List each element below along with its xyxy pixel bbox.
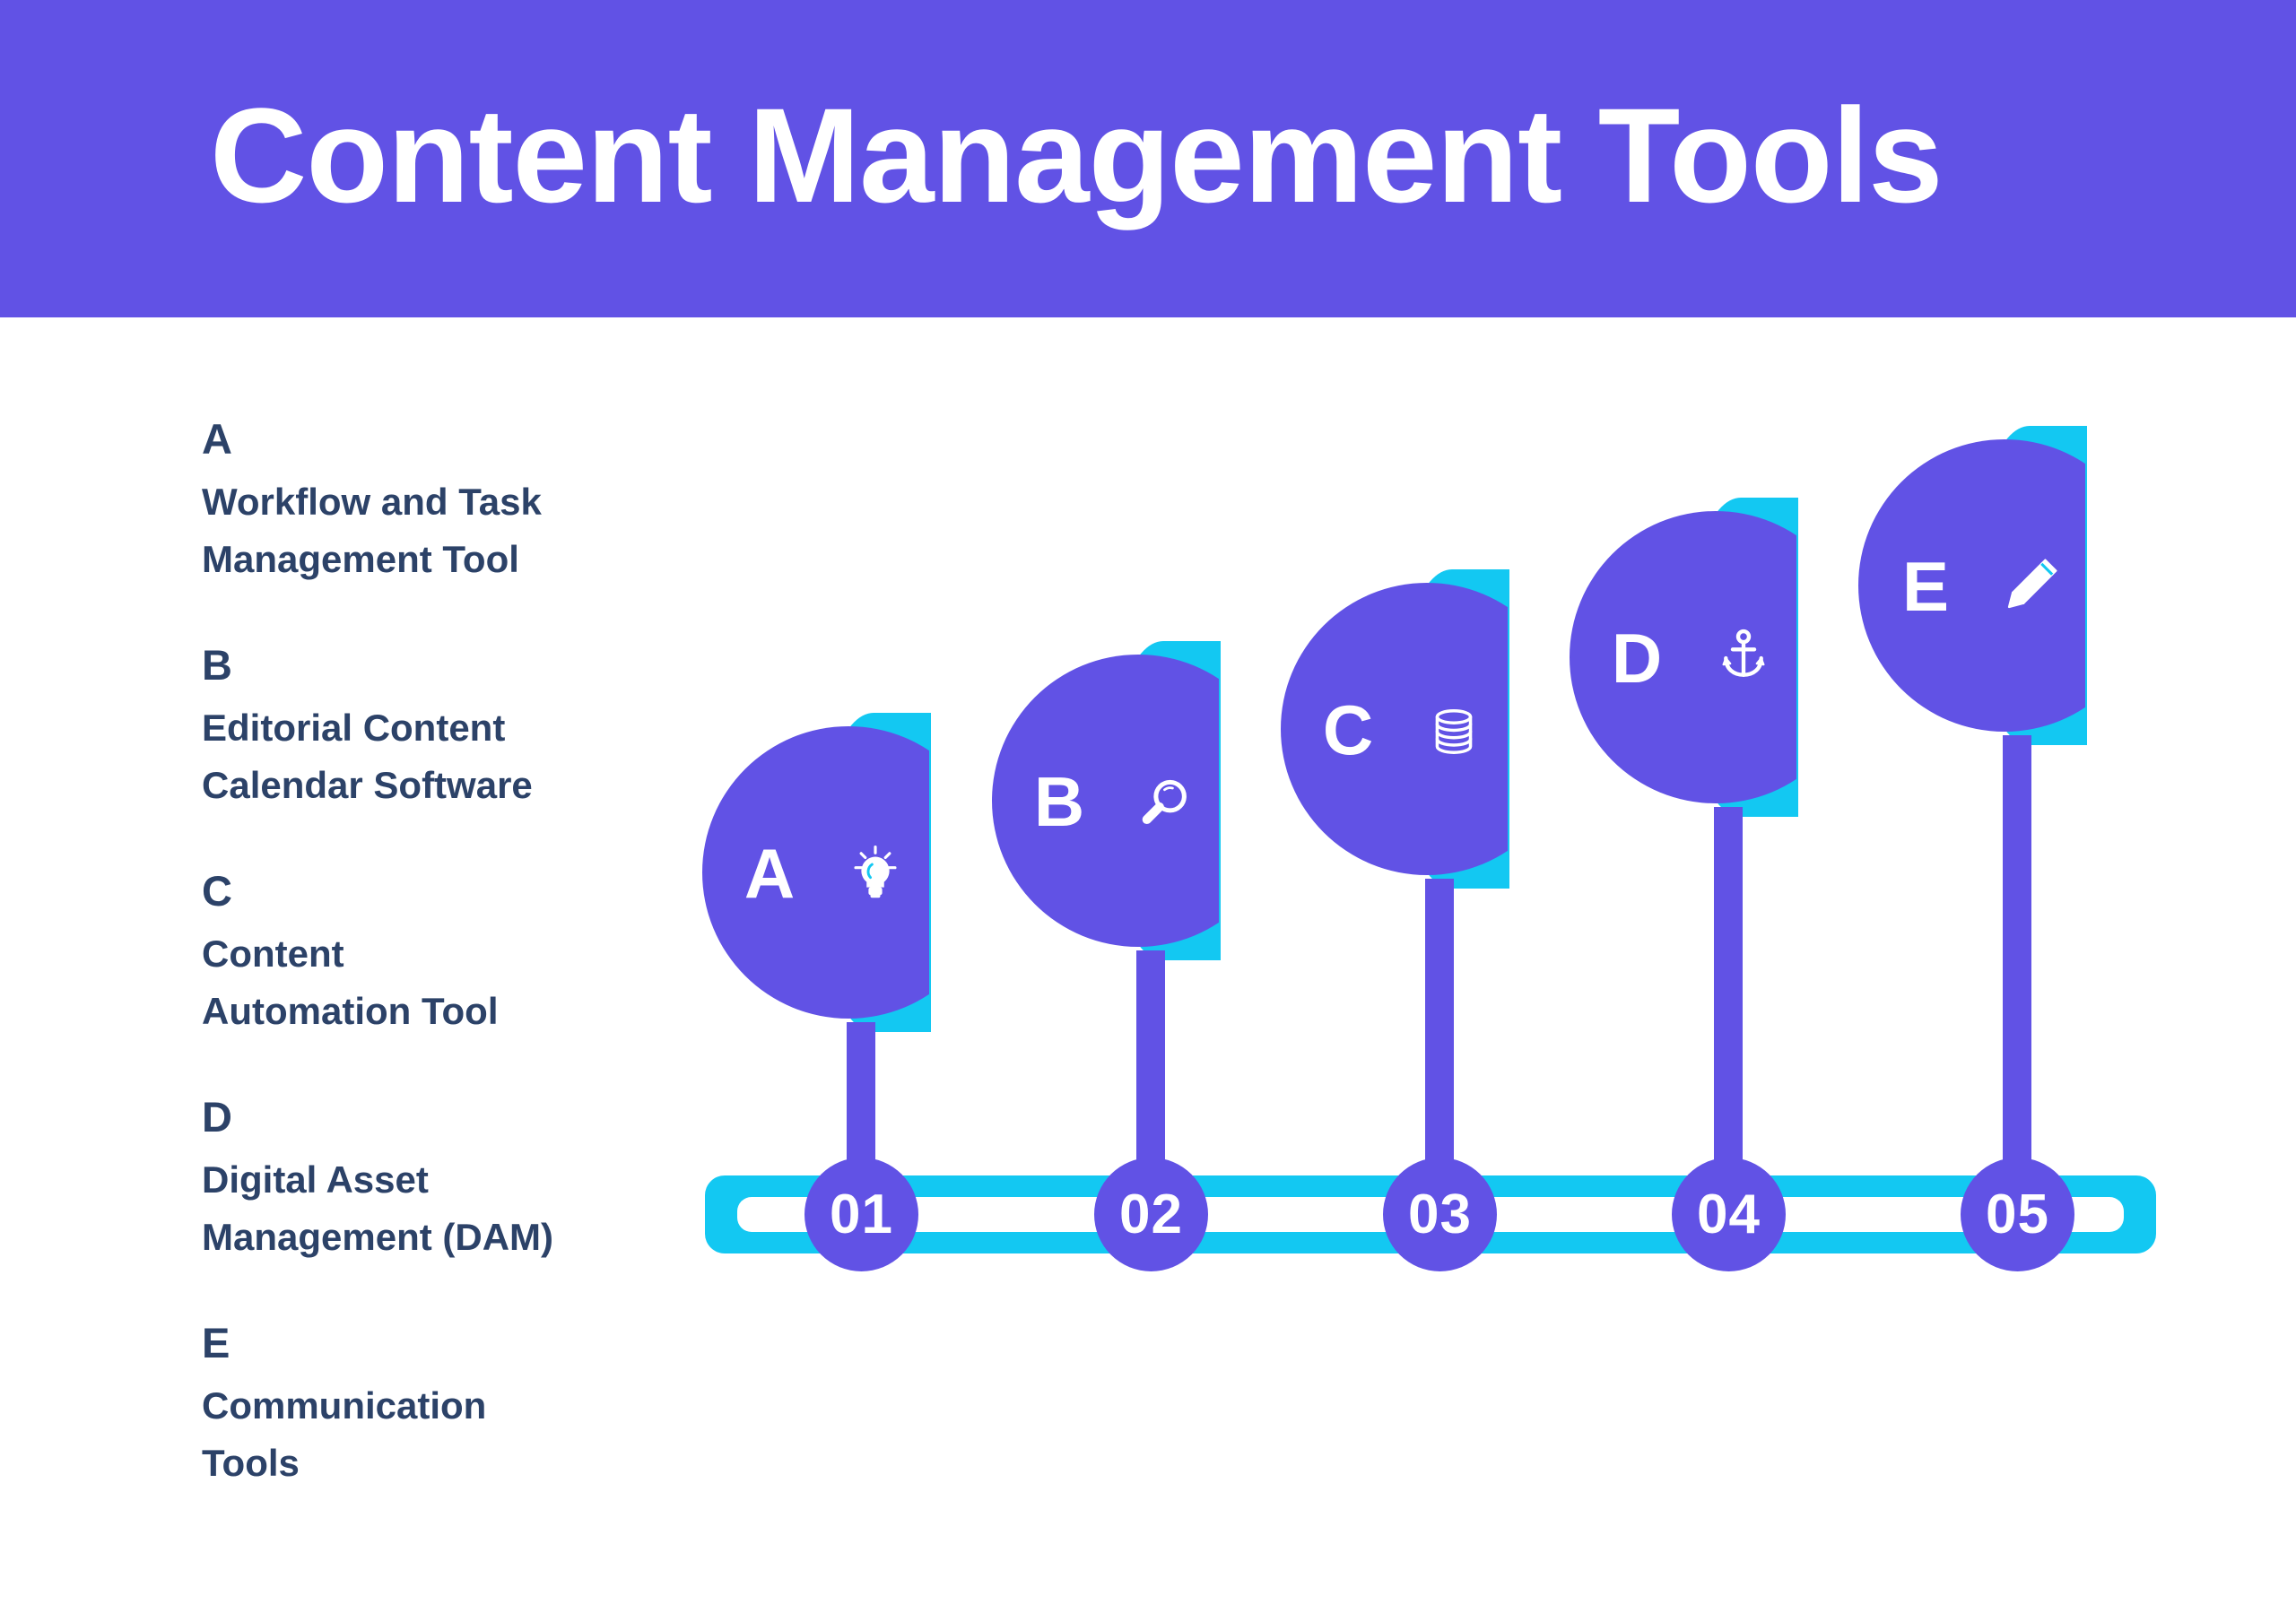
balloon-b-letter: B [1033,762,1085,841]
legend-item-a: A Workflow and Task Management Tool [202,414,740,588]
timeline-node-01-label: 01 [830,1183,893,1245]
legend-letter-d: D [202,1093,232,1141]
legend-letter-a: A [202,415,232,463]
balloon-c-letter: C [1322,690,1374,769]
legend-item-d: D Digital Asset Management (DAM) [202,1092,740,1266]
legend-list: A Workflow and Task Management Tool B Ed… [202,414,740,1544]
legend-desc-a-line2: Management Tool [202,538,519,580]
balloon-a-purple-disc [702,726,929,1019]
timeline-node-01[interactable]: 01 [804,1158,918,1271]
legend-item-e: E Communication Tools [202,1318,740,1492]
legend-desc-c-line1: Content [202,932,344,975]
stem-05 [2003,735,2031,1219]
balloon-e-purple-disc [1858,439,2085,732]
balloon-a-letter: A [744,834,796,913]
balloon-c[interactable]: C [1281,569,1514,910]
legend-desc-b-line1: Editorial Content [202,707,506,749]
pencil-icon [1991,544,2072,625]
legend-desc-d-line1: Digital Asset [202,1158,429,1201]
header-banner: Content Management Tools [0,0,2296,317]
legend-desc-c-line2: Automation Tool [202,990,499,1032]
balloon-a[interactable]: A [702,713,935,1054]
page-title: Content Management Tools [210,80,1944,230]
timeline-node-04[interactable]: 04 [1672,1158,1786,1271]
legend-desc-a-line1: Workflow and Task [202,481,542,523]
timeline-node-05[interactable]: 05 [1961,1158,2074,1271]
legend-desc-e-line1: Communication [202,1384,487,1427]
legend-desc-d-line2: Management (DAM) [202,1216,554,1258]
timeline-node-05-label: 05 [1986,1183,2049,1245]
legend-item-c: C Content Automation Tool [202,866,740,1040]
magnifier-icon [1126,765,1204,842]
stem-04 [1714,807,1743,1219]
timeline-node-02[interactable]: 02 [1094,1158,1208,1271]
balloon-d-letter: D [1611,619,1663,698]
anchor-icon [1706,620,1781,695]
legend-desc-e-line2: Tools [202,1442,300,1484]
timeline-node-03-label: 03 [1408,1183,1472,1245]
timeline-node-04-label: 04 [1697,1183,1761,1245]
timeline-node-03[interactable]: 03 [1383,1158,1497,1271]
database-icon [1415,693,1492,770]
legend-desc-b-line2: Calendar Software [202,764,533,806]
lightbulb-icon [835,834,916,915]
timeline-node-02-label: 02 [1119,1183,1183,1245]
balloon-d[interactable]: D [1570,498,1803,838]
legend-item-b: B Editorial Content Calendar Software [202,640,740,814]
balloon-e-letter: E [1901,547,1950,626]
legend-letter-e: E [202,1319,230,1366]
legend-letter-b: B [202,641,232,689]
balloon-b-purple-disc [992,655,1219,947]
legend-letter-c: C [202,867,232,915]
balloon-b[interactable]: B [992,641,1225,982]
balloon-d-purple-disc [1570,511,1796,803]
balloon-e[interactable]: E [1858,426,2092,767]
